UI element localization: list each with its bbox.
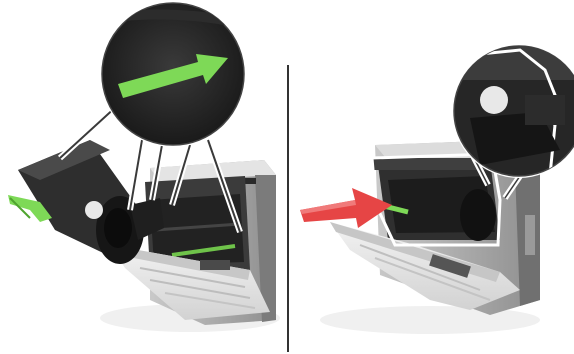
right-panel <box>300 40 574 334</box>
callout-circle-left <box>100 1 246 147</box>
left-panel <box>8 1 280 332</box>
floor-shadow-right <box>320 306 540 334</box>
